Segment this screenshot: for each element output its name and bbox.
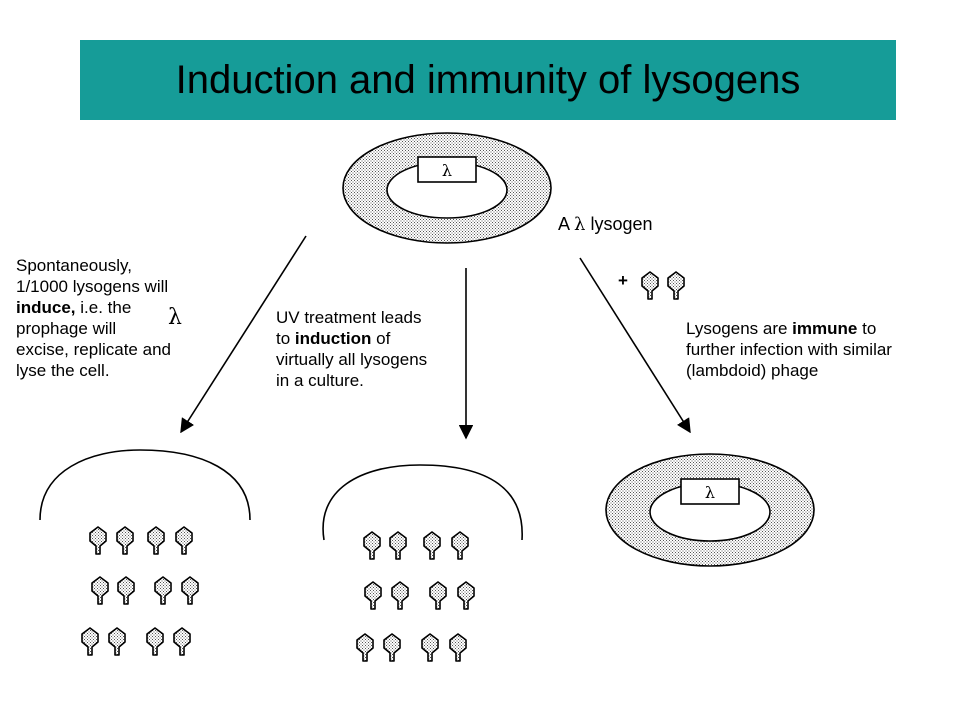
note-line: UV treatment leads [276,308,422,327]
note-line: further infection with similar [686,340,892,359]
lambda-symbol: λ [574,214,586,235]
note-line: virtually all lysogens [276,350,428,369]
note-line: (lambdoid) phage [686,361,819,380]
note-line: Spontaneously, [16,256,132,275]
arrow-immunity [579,257,691,434]
lysed-cell-middle [322,464,523,662]
note-line: Lysogens are immune to [686,318,892,339]
lysogen-cell-top: λ [342,132,552,244]
note-line: prophage will [16,319,117,338]
infecting-phages [641,271,685,300]
note-text: i.e. the [80,298,132,317]
prophage-box [417,156,477,183]
note-line: in a culture. [276,371,364,390]
note-line: induce, i.e. the [16,297,171,318]
emphasis-immune: immune [792,319,858,338]
prophage-symbol: λ [442,161,452,180]
cell-fragment [39,449,251,521]
lysogen-label-suffix: lysogen [590,214,653,234]
uv-note: UV treatment leads to induction of virtu… [276,307,427,391]
prophage-symbol: λ [705,483,715,502]
note-line: excise, replicate and [16,340,171,359]
lambda-symbol-large: λ [168,305,182,330]
arrow-spontaneous [180,235,307,434]
note-text: to [862,319,877,338]
lysogen-cell-immune: λ [605,453,815,567]
emphasis-induction: induction [294,329,372,348]
plus-sign: + [618,271,628,290]
lysogen-label: A λ lysogen [558,214,653,235]
note-text: to [276,329,291,348]
prophage-box [680,478,740,505]
title-bar: Induction and immunity of lysogens [80,40,896,120]
emphasis-induce: induce, [16,298,76,317]
cell-fragment [322,464,523,541]
note-text: of [376,329,391,348]
page-title: Induction and immunity of lysogens [175,58,801,102]
note-text: Lysogens are [686,319,788,338]
spontaneous-note: Spontaneously, 1/1000 lysogens will indu… [16,255,171,381]
note-line: 1/1000 lysogens will [16,277,169,296]
note-line: lyse the cell. [16,361,110,380]
immunity-note: Lysogens are immune to further infection… [686,318,892,381]
lysed-cell-left [39,449,251,656]
lysogen-label-prefix: A [558,214,570,234]
note-line: to induction of [276,328,427,349]
